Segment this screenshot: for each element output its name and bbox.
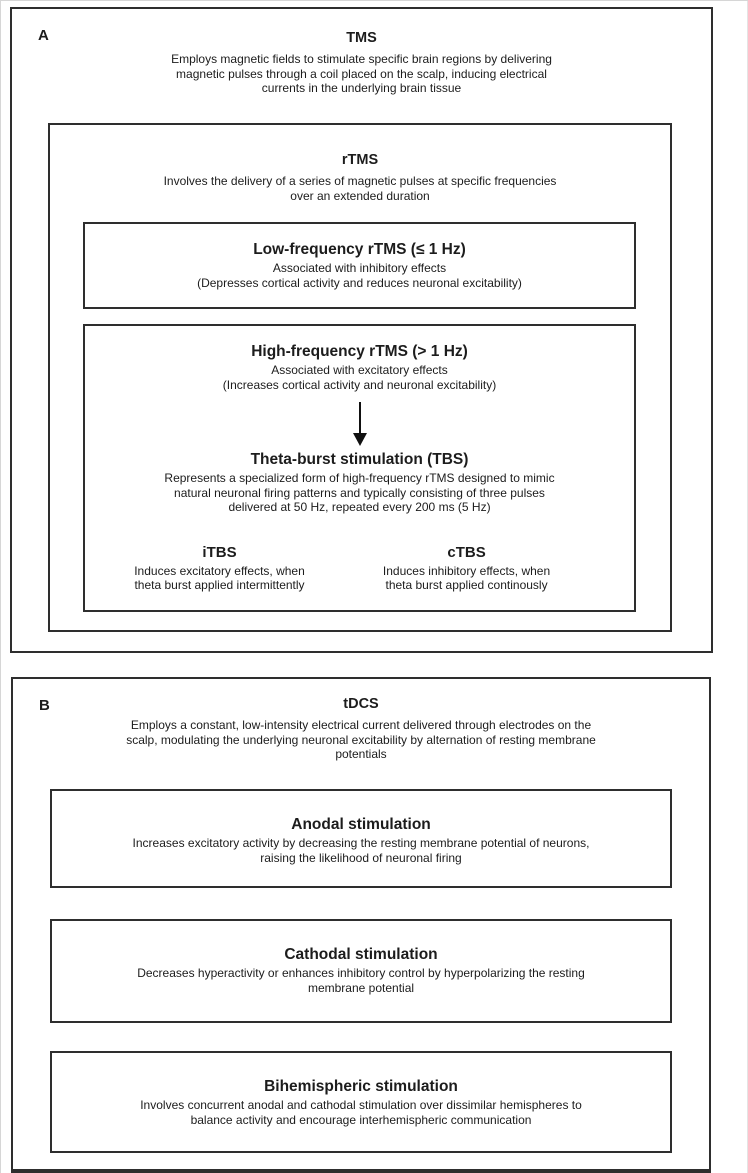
cathodal-stimulation-box: Cathodal stimulation Decreases hyperacti…: [50, 919, 672, 1023]
tdcs-header: tDCS Employs a constant, low-intensity e…: [13, 679, 709, 762]
cathodal-title: Cathodal stimulation: [284, 946, 438, 963]
anodal-title: Anodal stimulation: [291, 816, 431, 833]
itbs-column: iTBS Induces excitatory effects, when th…: [85, 543, 354, 593]
tms-title: TMS: [346, 30, 377, 46]
high-frequency-description: Associated with excitatory effects (Incr…: [222, 363, 497, 392]
itbs-description: Induces excitatory effects, when theta b…: [134, 563, 305, 593]
panel-b-label: B: [39, 697, 50, 714]
panel-a-tms: A TMS Employs magnetic fields to stimula…: [10, 7, 713, 653]
tbs-subtypes: iTBS Induces excitatory effects, when th…: [85, 543, 634, 593]
anodal-description: Increases excitatory activity by decreas…: [132, 836, 590, 865]
ctbs-description: Induces inhibitory effects, when theta b…: [382, 563, 551, 593]
down-arrow-head: [352, 433, 367, 446]
high-frequency-title: High-frequency rTMS (> 1 Hz): [251, 343, 468, 360]
rtms-header: rTMS Involves the delivery of a series o…: [50, 125, 670, 203]
low-frequency-title: Low-frequency rTMS (≤ 1 Hz): [253, 241, 466, 258]
tms-description: Employs magnetic fields to stimulate spe…: [171, 52, 552, 95]
panel-b-tdcs: B tDCS Employs a constant, low-intensity…: [11, 677, 711, 1173]
tms-header: TMS Employs magnetic fields to stimulate…: [12, 9, 711, 96]
bihemispheric-stimulation-box: Bihemispheric stimulation Involves concu…: [50, 1051, 672, 1153]
low-frequency-description: Associated with inhibitory effects (Depr…: [197, 261, 522, 290]
panel-a-label: A: [38, 27, 49, 44]
rtms-title: rTMS: [341, 152, 379, 168]
rtms-description: Involves the delivery of a series of mag…: [163, 174, 557, 203]
down-arrow-shaft: [358, 402, 361, 433]
tbs-title: Theta-burst stimulation (TBS): [250, 451, 469, 468]
tbs-description: Represents a specialized form of high-fr…: [164, 471, 555, 514]
anodal-stimulation-box: Anodal stimulation Increases excitatory …: [50, 789, 672, 888]
cathodal-description: Decreases hyperactivity or enhances inhi…: [137, 966, 585, 995]
tdcs-title: tDCS: [343, 696, 379, 712]
high-frequency-rtms-box: High-frequency rTMS (> 1 Hz) Associated …: [83, 324, 636, 612]
tdcs-description: Employs a constant, low-intensity electr…: [126, 718, 596, 761]
low-frequency-rtms-box: Low-frequency rTMS (≤ 1 Hz) Associated w…: [83, 222, 636, 309]
down-arrow-icon: [352, 402, 368, 446]
bihemispheric-description: Involves concurrent anodal and cathodal …: [140, 1098, 582, 1127]
rtms-box: rTMS Involves the delivery of a series o…: [48, 123, 672, 632]
itbs-title: iTBS: [202, 543, 237, 561]
ctbs-title: cTBS: [447, 543, 486, 561]
bihemispheric-title: Bihemispheric stimulation: [264, 1078, 458, 1095]
ctbs-column: cTBS Induces inhibitory effects, when th…: [354, 543, 579, 593]
